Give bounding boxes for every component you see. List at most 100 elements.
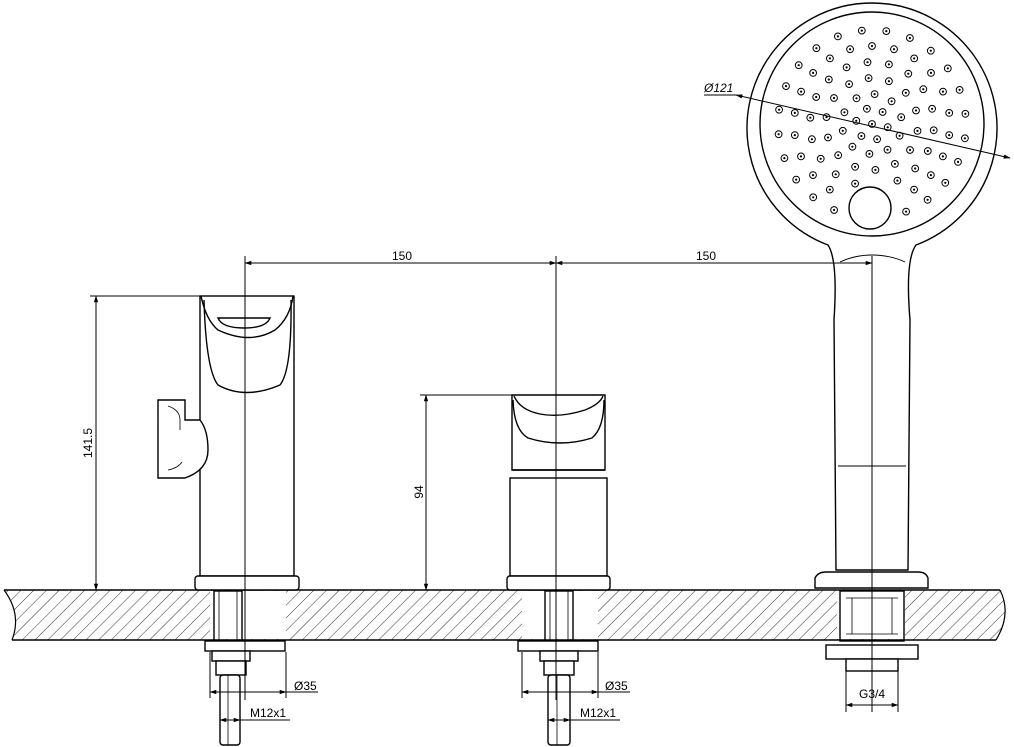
nozzle-dot — [886, 148, 889, 151]
nozzle-dot — [890, 100, 893, 103]
nozzle-dot — [819, 157, 822, 160]
nozzle-dot — [926, 149, 929, 153]
nozzle-dot — [827, 78, 830, 81]
countertop-section — [3, 589, 1006, 641]
nozzle-dot — [795, 178, 798, 181]
nozzle-dot — [784, 85, 788, 88]
dimension-labels: 150 150 141.5 94 Ø35 Ø35 M12x1 M12x1 G3/… — [81, 81, 885, 720]
nozzle-dot — [815, 95, 818, 99]
nozzle-dot — [854, 182, 857, 185]
nozzle-dot — [963, 137, 967, 140]
nozzle-dot — [914, 109, 918, 112]
nozzle-dot — [922, 88, 925, 91]
nozzle-dot — [793, 134, 796, 137]
nozzle-dot — [833, 208, 836, 212]
nozzle-dot — [797, 64, 800, 67]
nozzle-dot — [948, 111, 951, 114]
nozzle-dot — [783, 157, 786, 160]
nozzle-dot — [885, 30, 888, 33]
nozzle-dot — [900, 116, 903, 119]
nozzle-dot — [841, 129, 844, 132]
nozzle-dot — [958, 88, 961, 91]
nozzle-dot — [932, 129, 935, 132]
nozzle-dot — [870, 44, 874, 48]
nozzle-dot — [845, 66, 848, 69]
nozzle-dot — [904, 91, 907, 94]
nozzle-dot — [908, 148, 912, 152]
nozzle-dot — [929, 71, 933, 74]
nozzle-dot — [886, 126, 889, 129]
centre-lines — [244, 256, 873, 712]
diameter-shower-head-label: Ø121 — [703, 81, 733, 95]
nozzle-dot — [855, 119, 858, 122]
thread-spout-label: M12x1 — [250, 706, 286, 720]
nozzle-dot — [964, 112, 967, 115]
height-mixer-label: 94 — [412, 485, 426, 499]
nozzle-dot — [860, 29, 863, 32]
nozzle-dot — [926, 198, 929, 201]
nozzle-dot — [931, 107, 934, 110]
diameter-mixer-label: Ø35 — [605, 679, 628, 693]
diameter-spout-label: Ø35 — [294, 679, 317, 693]
nozzle-dot — [873, 93, 876, 96]
spout-assembly — [157, 295, 300, 746]
nozzle-dot — [854, 165, 857, 168]
nozzle-dot — [892, 48, 896, 51]
nozzle-dot — [828, 188, 831, 191]
nozzle-dot — [826, 136, 830, 139]
nozzle-dot — [799, 155, 803, 158]
thread-shower-label: G3/4 — [859, 687, 885, 701]
nozzle-dot — [929, 174, 933, 177]
nozzle-dot — [867, 77, 870, 80]
nozzle-dot — [868, 152, 871, 155]
nozzle-dot — [812, 71, 815, 74]
nozzle-dot — [948, 134, 951, 137]
nozzle-dot — [907, 72, 910, 75]
nozzle-dot — [881, 110, 884, 114]
nozzle-dot — [913, 188, 916, 191]
nozzle-dot — [815, 47, 818, 50]
nozzle-dot — [855, 97, 858, 100]
nozzle-dot — [836, 35, 840, 38]
nozzle-dot — [811, 174, 815, 177]
nozzle-dot — [848, 83, 851, 86]
nozzle-dot — [860, 134, 863, 138]
nozzle-dot — [914, 167, 917, 170]
nozzle-dot — [793, 111, 796, 114]
nozzle-dot — [887, 80, 891, 83]
nozzle-dot — [870, 122, 874, 126]
nozzle-dot — [941, 155, 945, 158]
nozzle-dot — [828, 57, 832, 60]
nozzle-dot — [832, 96, 836, 100]
nozzle-dot — [834, 173, 837, 176]
thread-mixer-label: M12x1 — [580, 706, 616, 720]
nozzle-dot — [941, 90, 945, 93]
nozzle-dot — [843, 111, 846, 114]
nozzle-dot — [809, 116, 812, 119]
nozzle-dot — [916, 129, 919, 132]
nozzle-dot — [956, 160, 960, 163]
nozzle-dot — [913, 57, 916, 60]
nozzle-dot — [896, 179, 899, 182]
height-spout-label: 141.5 — [81, 428, 95, 458]
nozzle-dot — [837, 154, 840, 157]
spacing-left-label: 150 — [392, 249, 412, 263]
dimension-lines — [90, 94, 1011, 723]
nozzle-dot — [893, 162, 897, 165]
nozzle-dot — [946, 67, 949, 70]
nozzle-dot — [778, 108, 781, 111]
nozzle-dot — [908, 36, 912, 40]
nozzle-dot — [777, 133, 780, 136]
nozzle-dot — [866, 61, 869, 64]
nozzle-dot — [874, 168, 877, 171]
nozzle-dot — [849, 48, 852, 51]
nozzle-dot — [812, 196, 815, 199]
nozzle-dot — [905, 210, 908, 213]
nozzle-dot — [800, 90, 803, 93]
spacing-right-label: 150 — [696, 249, 716, 263]
nozzle-dot — [810, 138, 814, 141]
nozzle-dot — [887, 63, 891, 66]
nozzle-dot — [851, 145, 854, 148]
nozzle-dot — [898, 134, 901, 137]
